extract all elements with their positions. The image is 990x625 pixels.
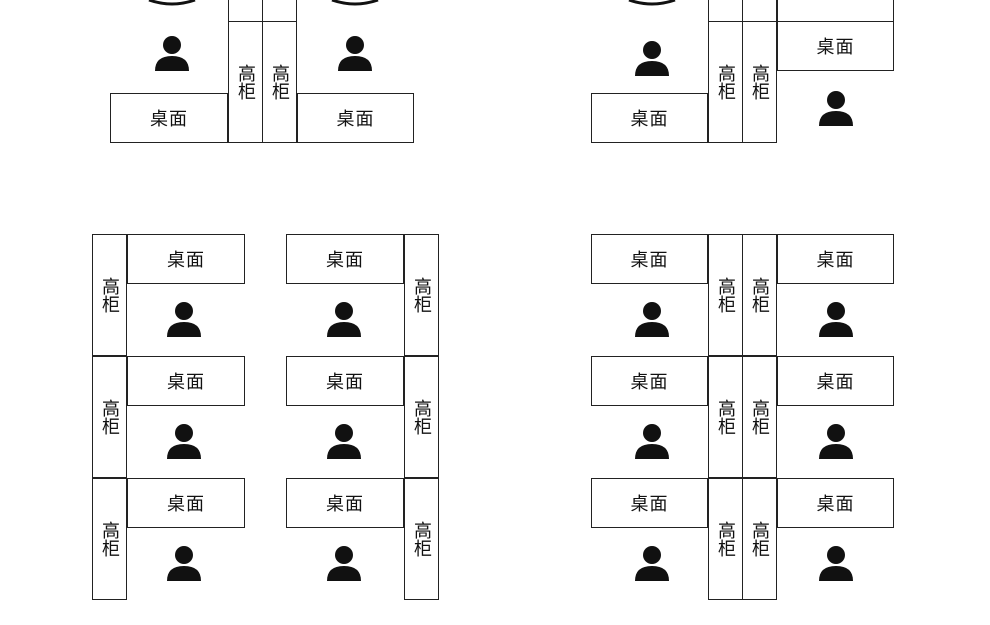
cabinet-label: 高柜 [749, 521, 770, 557]
tall-cabinet: 高柜 [92, 356, 127, 478]
desk-label: 桌面 [816, 494, 855, 515]
person-icon [632, 421, 672, 461]
tall-cabinet: 高柜 [742, 234, 777, 356]
cabinet-label: 高柜 [411, 399, 432, 435]
tall-cabinet: 高柜 [708, 356, 743, 478]
desk-label: 桌面 [630, 250, 669, 271]
desk: 桌面 [127, 356, 245, 406]
desk-label: 桌面 [630, 372, 669, 393]
desk-label: 桌面 [167, 372, 205, 393]
desk-label: 桌面 [630, 109, 669, 130]
desk: 桌面 [110, 93, 228, 143]
person-icon [632, 299, 672, 339]
desk-label: 桌面 [326, 250, 364, 271]
cabinet-label: 高柜 [99, 521, 120, 557]
tall-cabinet: 高柜 [404, 234, 439, 356]
desk: 桌面 [591, 356, 708, 406]
cabinet-label: 高柜 [715, 521, 736, 557]
desk: 桌面 [591, 234, 708, 284]
cabinet-label: 高柜 [749, 64, 770, 100]
desk-label: 桌面 [167, 494, 205, 515]
person-icon [816, 421, 856, 461]
desk: 桌面 [127, 234, 245, 284]
desk-label: 桌面 [336, 109, 375, 130]
cabinet-label: 高柜 [411, 277, 432, 313]
desk-label: 桌面 [816, 250, 855, 271]
tall-cabinet: 高柜 [92, 478, 127, 600]
tall-cabinet: 高柜 [742, 478, 777, 600]
cabinet-label: 高柜 [99, 399, 120, 435]
cabinet-label: 高柜 [749, 399, 770, 435]
desk: 桌面 [591, 93, 708, 143]
cabinet-label: 高柜 [715, 277, 736, 313]
person-icon [324, 421, 364, 461]
tall-cabinet: 高柜 [404, 356, 439, 478]
desk: 桌面 [286, 478, 404, 528]
person-icon [632, 38, 672, 78]
person-icon [152, 33, 192, 73]
tall-cabinet: 高柜 [708, 234, 743, 356]
tall-cabinet [708, 0, 743, 22]
person-icon [164, 299, 204, 339]
desk: 桌面 [297, 93, 414, 143]
desk-label: 桌面 [816, 372, 855, 393]
person-icon [148, 0, 196, 6]
desk-label: 桌面 [150, 109, 188, 130]
person-icon [628, 0, 676, 6]
tall-cabinet: 高柜 [228, 21, 263, 143]
person-icon [324, 299, 364, 339]
cabinet-label: 高柜 [235, 64, 256, 100]
desk: 桌面 [777, 21, 894, 71]
tall-cabinet: 高柜 [708, 21, 743, 143]
cabinet-label: 高柜 [411, 521, 432, 557]
cabinet-label: 高柜 [715, 64, 736, 100]
desk: 桌面 [127, 478, 245, 528]
desk: 桌面 [777, 234, 894, 284]
person-icon [164, 421, 204, 461]
tall-cabinet: 高柜 [92, 234, 127, 356]
tall-cabinet: 高柜 [742, 356, 777, 478]
person-icon [632, 543, 672, 583]
desk: 桌面 [286, 234, 404, 284]
tall-cabinet: 高柜 [404, 478, 439, 600]
person-icon [331, 0, 379, 6]
desk: 桌面 [777, 478, 894, 528]
tall-cabinet [262, 0, 297, 22]
cabinet-label: 高柜 [715, 399, 736, 435]
person-icon [324, 543, 364, 583]
person-icon [816, 543, 856, 583]
person-icon [164, 543, 204, 583]
cabinet-label: 高柜 [99, 277, 120, 313]
desk-label: 桌面 [167, 250, 205, 271]
tall-cabinet: 高柜 [262, 21, 297, 143]
tall-cabinet: 高柜 [742, 21, 777, 143]
desk: 桌面 [591, 478, 708, 528]
tall-cabinet [228, 0, 263, 22]
person-icon [335, 33, 375, 73]
desk-label: 桌面 [326, 372, 364, 393]
desk-label: 桌面 [326, 494, 364, 515]
desk: 桌面 [777, 356, 894, 406]
tall-cabinet [742, 0, 777, 22]
desk [777, 0, 894, 22]
cabinet-label: 高柜 [749, 277, 770, 313]
desk-label: 桌面 [816, 37, 855, 58]
desk-label: 桌面 [630, 494, 669, 515]
desk: 桌面 [286, 356, 404, 406]
tall-cabinet: 高柜 [708, 478, 743, 600]
person-icon [816, 88, 856, 128]
cabinet-label: 高柜 [269, 64, 290, 100]
person-icon [816, 299, 856, 339]
